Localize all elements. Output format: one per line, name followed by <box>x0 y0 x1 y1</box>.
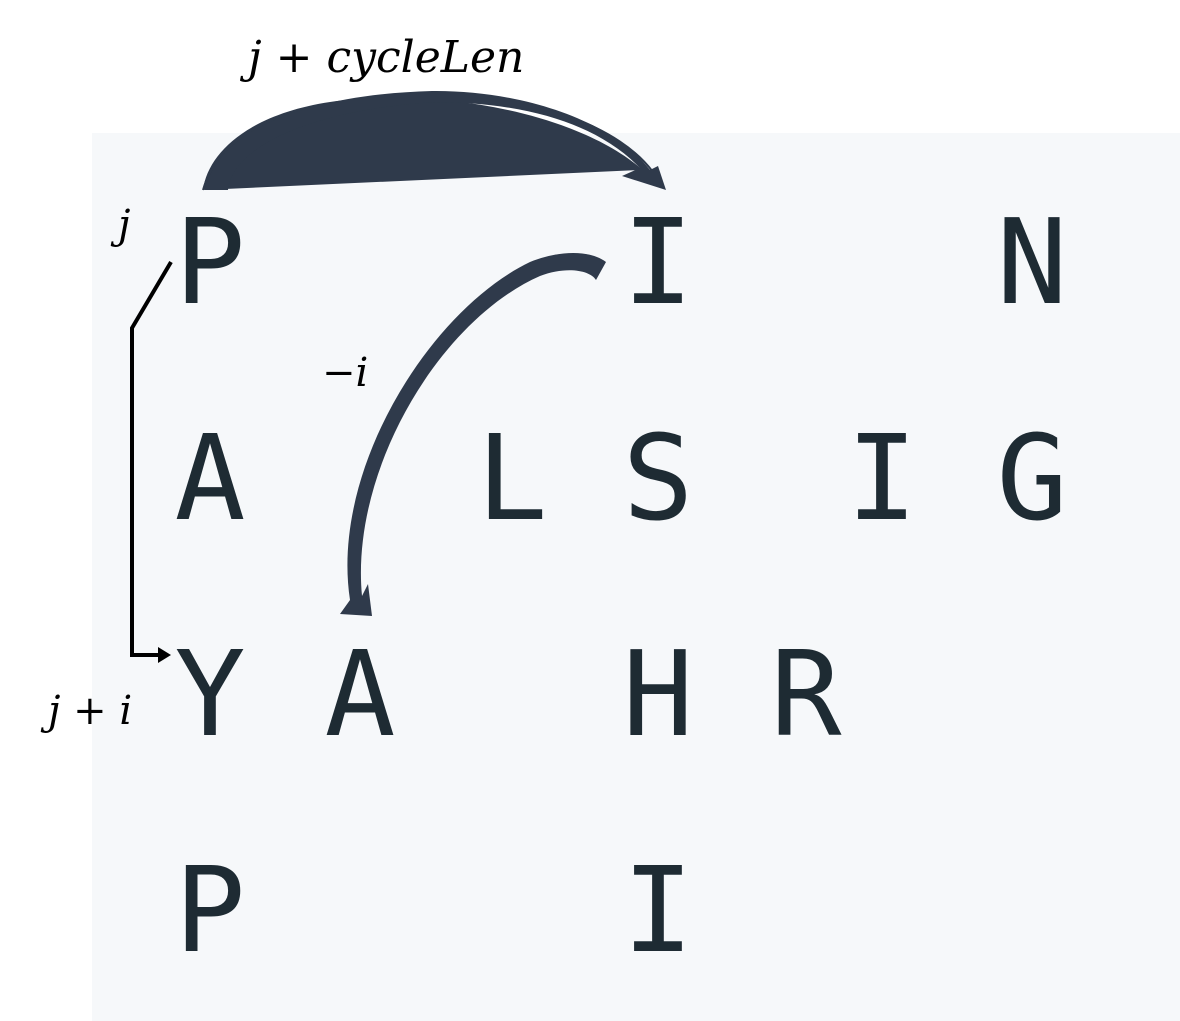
grid-letter-r2-c1: A <box>324 625 396 763</box>
index-bracket-arrow <box>130 260 173 663</box>
back-arrow <box>340 253 606 616</box>
grid-letter-r3-c0: P <box>174 841 246 979</box>
grid-letter-r0-c0: P <box>174 193 246 331</box>
grid-letter-r2-c4: R <box>770 625 842 763</box>
grid-letter-r3-c3: I <box>622 841 694 979</box>
grid-letter-r1-c5: I <box>846 409 918 547</box>
grid-letter-r1-c6: G <box>996 409 1068 547</box>
end-label: j + i <box>40 688 132 734</box>
jump-arrow <box>202 90 666 191</box>
grid-letter-r0-c6: N <box>996 193 1068 331</box>
grid-letter-r1-c3: S <box>622 409 694 547</box>
grid-letter-r2-c0: Y <box>174 625 246 763</box>
grid-letter-r2-c3: H <box>622 625 694 763</box>
grid-letter-r1-c2: L <box>476 409 548 547</box>
letter-grid-panel <box>92 133 1180 1021</box>
back-label: −i <box>322 350 368 396</box>
jump-label: j + cycleLen <box>239 32 524 83</box>
grid-letter-r0-c3: I <box>622 193 694 331</box>
start-label: j <box>110 202 130 248</box>
grid-letter-r1-c0: A <box>174 409 246 547</box>
